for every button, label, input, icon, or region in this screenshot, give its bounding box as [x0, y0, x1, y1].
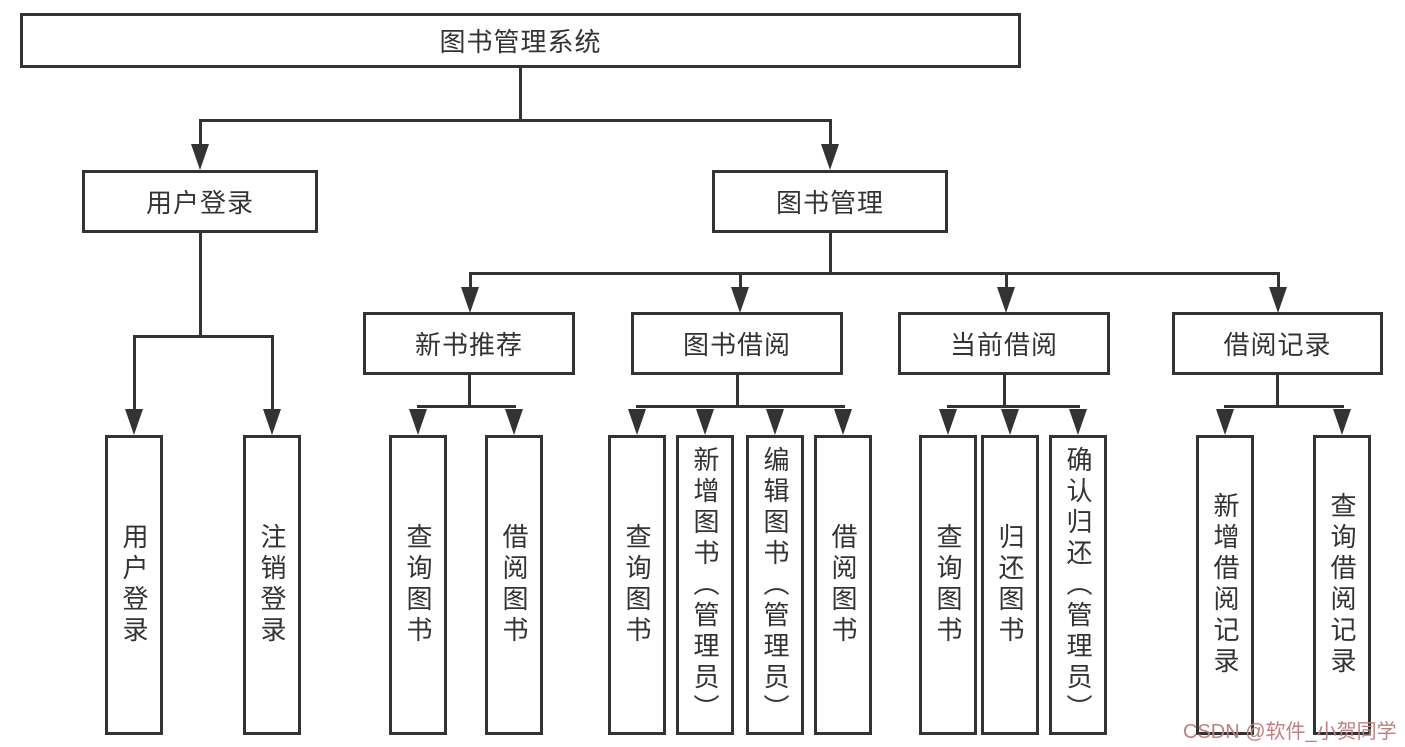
- node-book-management: 图书管理: [712, 170, 948, 233]
- leaf-label: 新增借阅记录: [1210, 492, 1240, 678]
- connector: [469, 272, 1279, 275]
- connector: [829, 233, 832, 274]
- leaf-label: 查询借阅记录: [1327, 492, 1357, 678]
- connector: [1005, 272, 1008, 290]
- connector: [417, 405, 516, 408]
- arrowhead-icon: [1269, 287, 1287, 313]
- arrowhead-icon: [766, 409, 784, 435]
- arrowhead-icon: [1216, 409, 1234, 435]
- leaf-label: 借阅图书: [828, 523, 858, 647]
- leaf-label: 借阅图书: [499, 523, 529, 647]
- node-label: 当前借阅: [949, 330, 1058, 360]
- connector: [469, 272, 472, 290]
- arrowhead-icon: [628, 409, 646, 435]
- arrowhead-icon: [461, 287, 479, 313]
- connector: [199, 233, 202, 337]
- arrowhead-icon: [191, 144, 209, 170]
- leaf-add-borrow-record: 新增借阅记录: [1196, 435, 1254, 735]
- leaf-query-books-borrowing: 查询图书: [608, 435, 666, 735]
- leaf-label: 查询图书: [933, 523, 963, 647]
- leaf-label: 编辑图书（管理员）: [760, 445, 790, 725]
- connector: [1277, 272, 1280, 290]
- node-label: 用户登录: [145, 188, 254, 218]
- connector: [1276, 375, 1279, 407]
- arrowhead-icon: [409, 409, 427, 435]
- leaf-edit-book-admin: 编辑图书（管理员）: [746, 435, 804, 735]
- csdn-watermark: CSDN @软件_小贺同学: [1183, 721, 1397, 743]
- leaf-label: 注销登录: [257, 523, 287, 647]
- arrowhead-icon: [939, 409, 957, 435]
- arrowhead-icon: [997, 287, 1015, 313]
- arrowhead-icon: [125, 409, 143, 435]
- connector: [468, 375, 471, 407]
- leaf-borrow-books-borrowing: 借阅图书: [814, 435, 872, 735]
- leaf-label: 确认归还（管理员）: [1063, 445, 1093, 725]
- leaf-label: 归还图书: [995, 523, 1025, 647]
- node-label: 图书管理: [775, 188, 884, 218]
- arrowhead-icon: [821, 144, 839, 170]
- node-current-borrowing: 当前借阅: [898, 312, 1110, 375]
- node-book-borrowing: 图书借阅: [631, 312, 843, 375]
- leaf-label: 查询图书: [403, 523, 433, 647]
- arrowhead-icon: [731, 287, 749, 313]
- node-book-management-system: 图书管理系统: [20, 13, 1021, 68]
- arrowhead-icon: [505, 409, 523, 435]
- leaf-user-login: 用户登录: [105, 435, 163, 735]
- connector: [1003, 375, 1006, 407]
- leaf-query-books-recommend: 查询图书: [389, 435, 447, 735]
- arrowhead-icon: [1069, 409, 1087, 435]
- leaf-return-book: 归还图书: [981, 435, 1039, 735]
- node-user-login: 用户登录: [82, 170, 318, 233]
- node-label: 新书推荐: [414, 330, 523, 360]
- connector: [829, 119, 832, 147]
- connector: [199, 119, 202, 147]
- arrowhead-icon: [834, 409, 852, 435]
- connector: [947, 405, 1080, 408]
- connector: [1224, 405, 1344, 408]
- leaf-query-borrow-record: 查询借阅记录: [1313, 435, 1371, 735]
- node-new-book-recommendation: 新书推荐: [363, 312, 575, 375]
- arrowhead-icon: [263, 409, 281, 435]
- node-borrowing-records: 借阅记录: [1172, 312, 1383, 375]
- connector: [199, 119, 832, 122]
- connector: [133, 335, 136, 412]
- connector: [133, 335, 274, 338]
- connector: [271, 335, 274, 412]
- node-label: 图书借阅: [682, 330, 791, 360]
- connector: [736, 375, 739, 407]
- leaf-label: 查询图书: [622, 523, 652, 647]
- connector: [519, 68, 522, 122]
- leaf-borrow-books-recommend: 借阅图书: [485, 435, 543, 735]
- node-label: 图书管理系统: [439, 27, 602, 57]
- leaf-confirm-return-admin: 确认归还（管理员）: [1049, 435, 1107, 735]
- node-label: 借阅记录: [1223, 330, 1332, 360]
- leaf-label: 新增图书（管理员）: [690, 445, 720, 725]
- arrowhead-icon: [696, 409, 714, 435]
- leaf-query-books-current: 查询图书: [919, 435, 977, 735]
- leaf-add-book-admin: 新增图书（管理员）: [676, 435, 734, 735]
- connector: [739, 272, 742, 290]
- arrowhead-icon: [1333, 409, 1351, 435]
- arrowhead-icon: [1001, 409, 1019, 435]
- leaf-label: 用户登录: [119, 523, 149, 647]
- leaf-logout: 注销登录: [243, 435, 301, 735]
- connector: [636, 405, 845, 408]
